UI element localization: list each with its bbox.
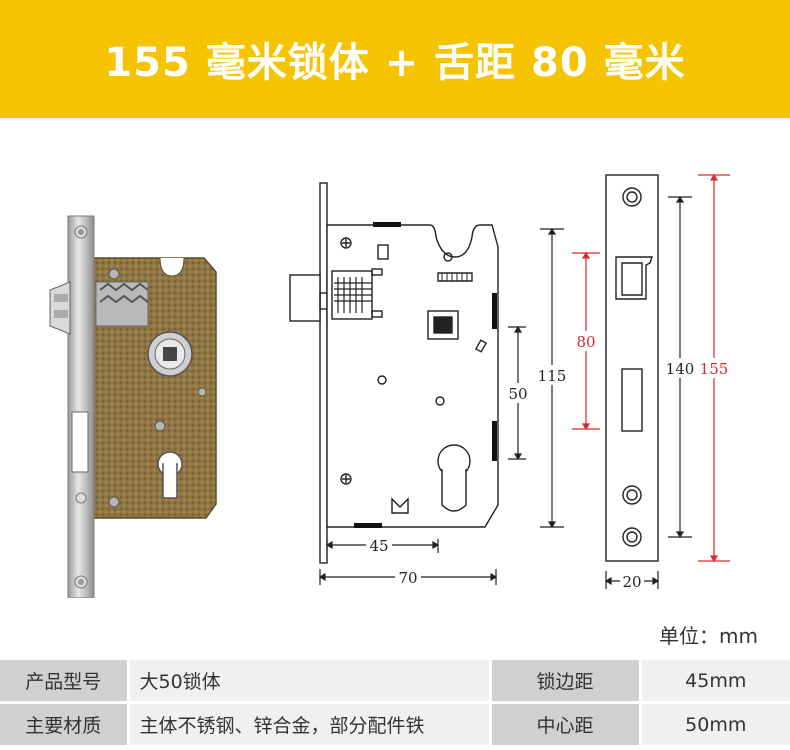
dim-latch-span: 80: [576, 333, 595, 351]
spec-value: 大50锁体: [126, 660, 490, 704]
dimension-drawing: 45 70 50 115 80 140: [289, 173, 731, 591]
spec-label: 锁边距: [488, 660, 640, 704]
title-banner: 155 毫米锁体 + 舌距 80 毫米: [0, 0, 790, 118]
dim-115: 115: [538, 367, 567, 385]
spec-value: 45mm: [638, 660, 790, 704]
spec-value: 主体不锈钢、锌合金，部分配件铁: [126, 702, 490, 748]
lock-body-photo: [49, 215, 217, 598]
unit-label: 单位：mm: [659, 624, 758, 648]
dim-140: 140: [666, 360, 695, 378]
banner-title: 155 毫米锁体 + 舌距 80 毫米: [104, 40, 686, 86]
dim-center: 50: [508, 385, 527, 403]
dim-faceplate: 20: [622, 573, 641, 591]
spec-label: 产品型号: [0, 660, 128, 704]
spec-value: 50mm: [638, 702, 790, 748]
dim-width: 70: [398, 569, 417, 587]
dim-total: 155: [700, 360, 729, 378]
spec-label: 主要材质: [0, 702, 128, 748]
dim-backset: 45: [369, 537, 388, 555]
spec-table: 产品型号 大50锁体 锁边距 45mm 主要材质 主体不锈钢、锌合金，部分配件铁…: [0, 660, 790, 748]
table-row: 产品型号 大50锁体 锁边距 45mm: [0, 660, 790, 704]
table-row: 主要材质 主体不锈钢、锌合金，部分配件铁 中心距 50mm: [0, 702, 790, 748]
spec-label: 中心距: [488, 702, 640, 748]
